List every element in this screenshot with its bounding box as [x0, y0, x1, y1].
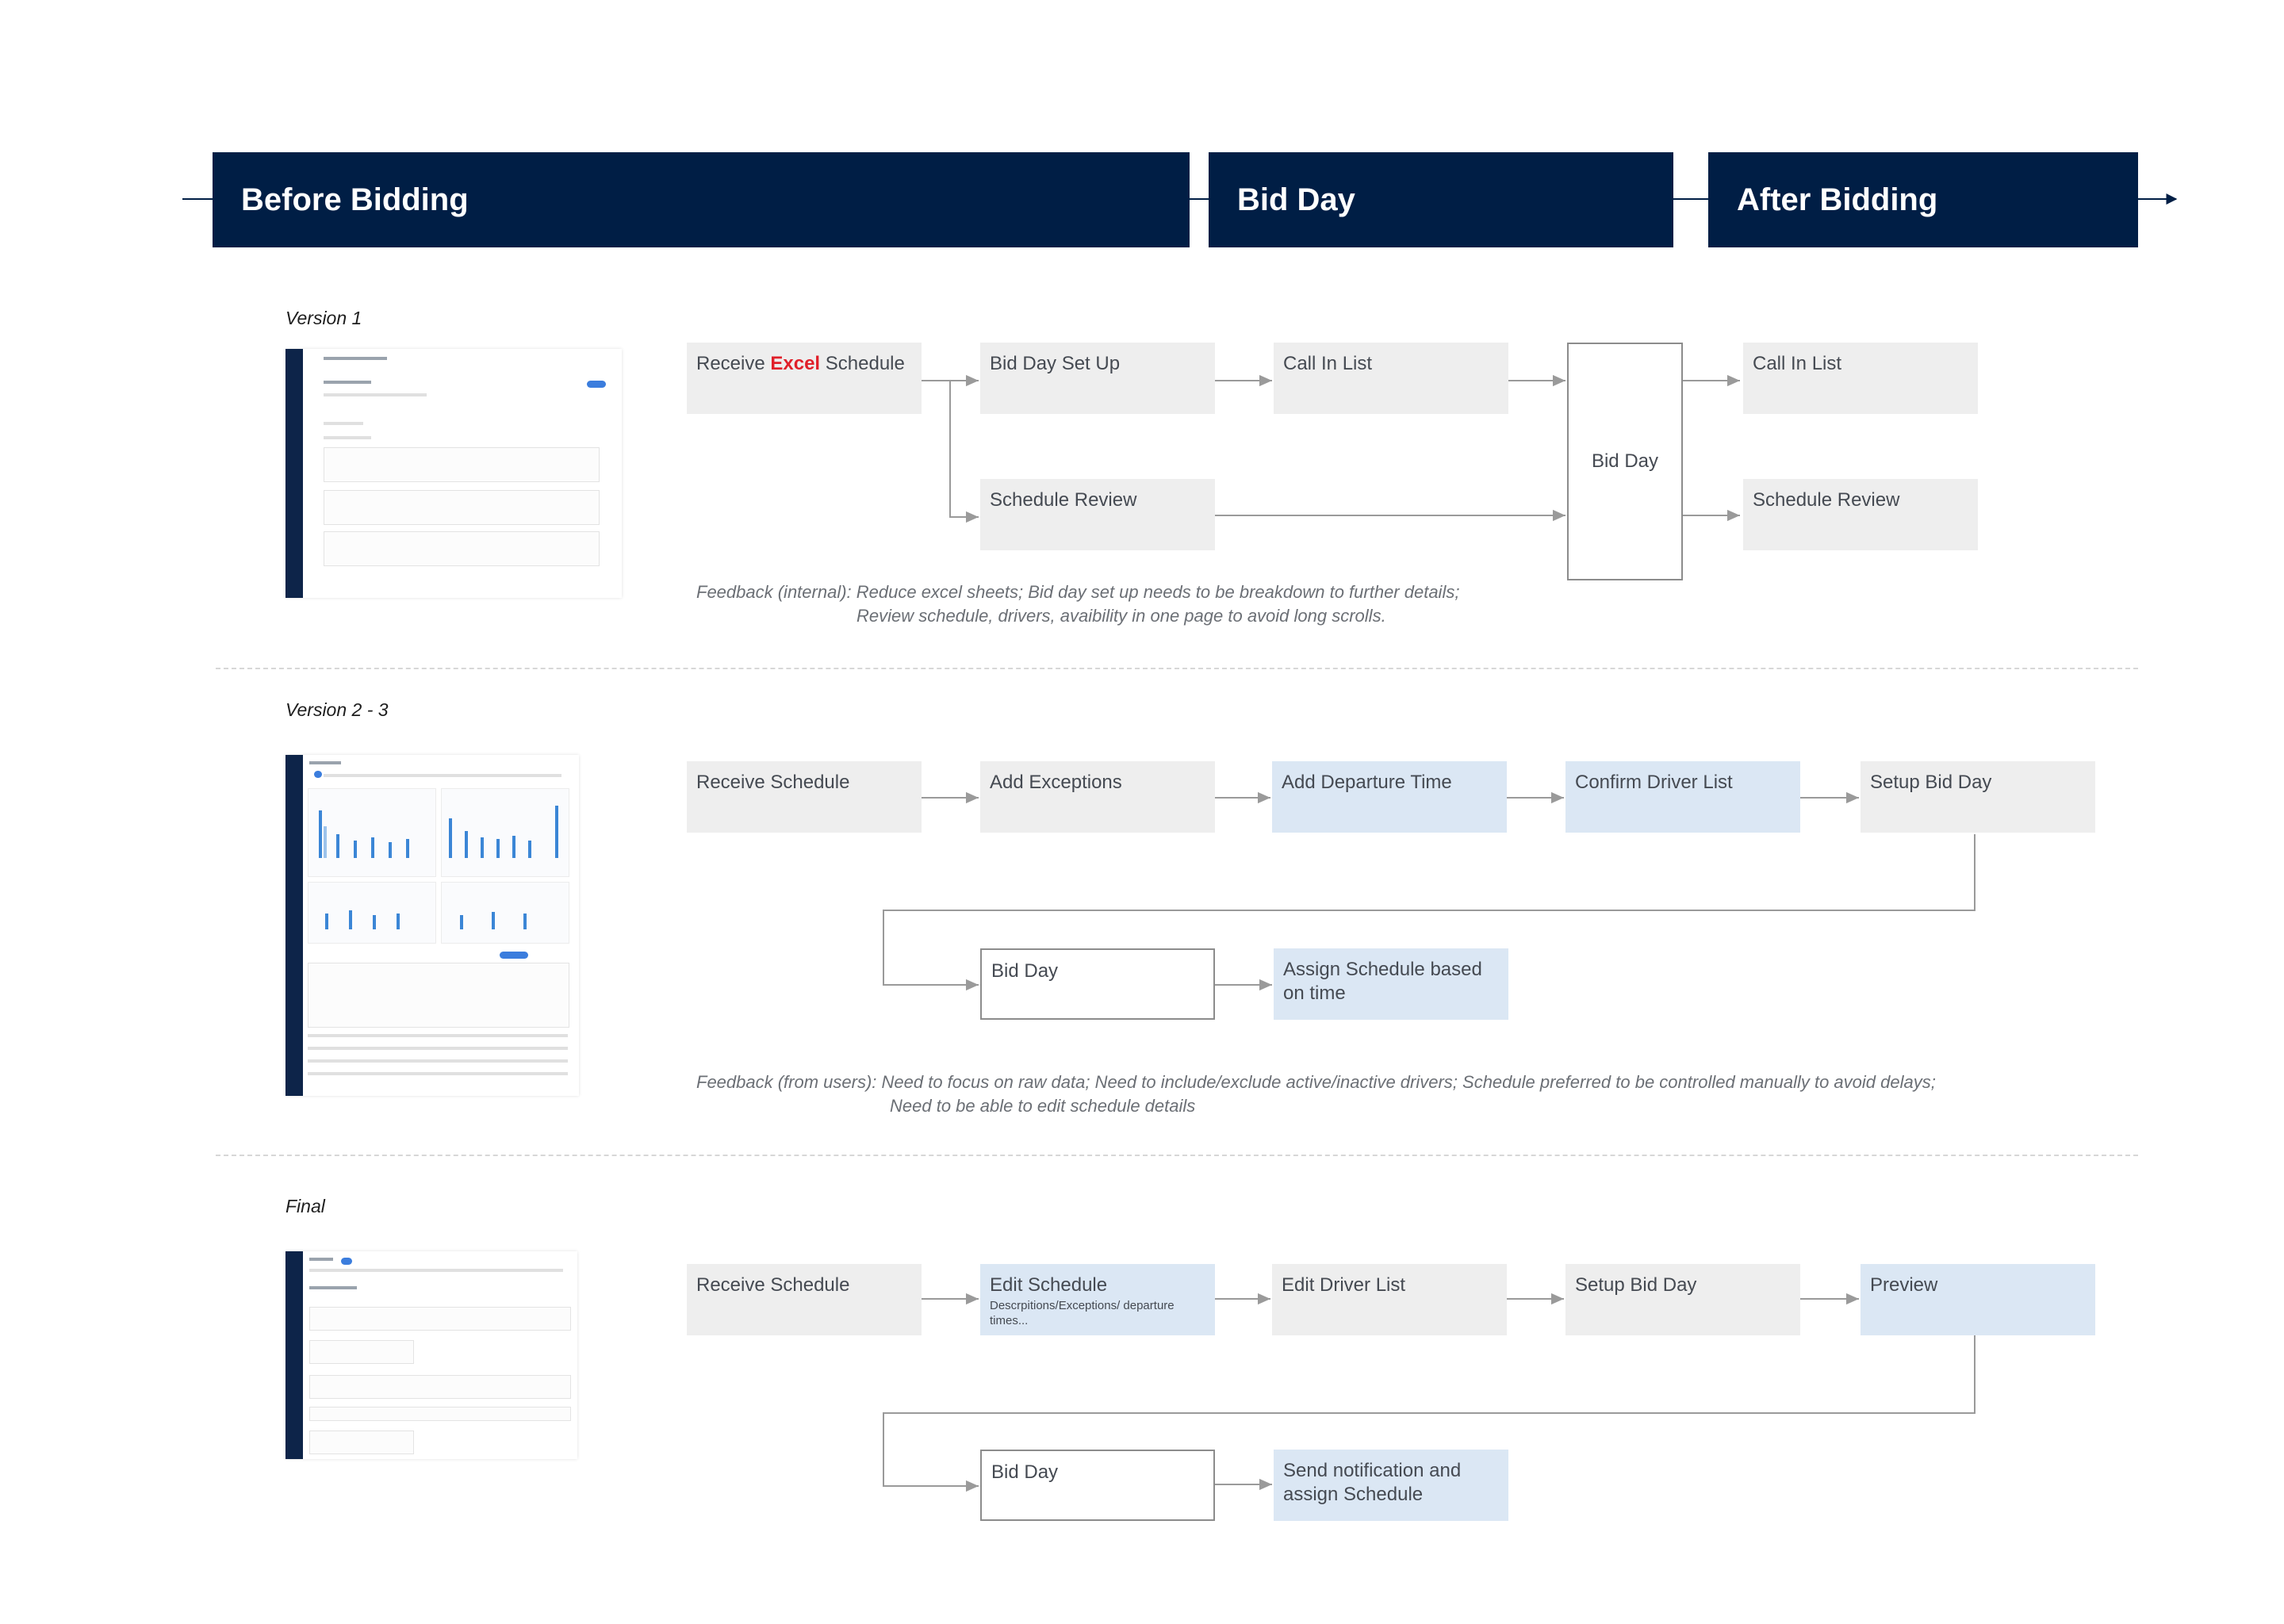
- final-send-notification-and-assign-schedule: Send notification and assign Schedule: [1274, 1450, 1508, 1521]
- v2-add-departure-time: Add Departure Time: [1272, 761, 1507, 833]
- phase-before-bidding: Before Bidding: [213, 152, 1190, 247]
- final-preview: Preview: [1861, 1264, 2095, 1335]
- final-edit-schedule: Edit Schedule Descrpitions/Exceptions/ d…: [980, 1264, 1215, 1335]
- v1-after-schedule-review: Schedule Review: [1743, 479, 1978, 550]
- phase-bid-day: Bid Day: [1209, 152, 1673, 247]
- final-receive-schedule: Receive Schedule: [687, 1264, 922, 1335]
- final-screenshot-thumbnail: [286, 1251, 577, 1459]
- v2-confirm-driver-list: Confirm Driver List: [1565, 761, 1800, 833]
- phase-after-bidding: After Bidding: [1708, 152, 2138, 247]
- v2-setup-bid-day: Setup Bid Day: [1861, 761, 2095, 833]
- v1-after-call-in-list: Call In List: [1743, 343, 1978, 414]
- v2-assign-schedule-based-on-time: Assign Schedule based on time: [1274, 948, 1508, 1020]
- v1-receive-excel-schedule: Receive Excel Schedule: [687, 343, 922, 414]
- v1-feedback-line-2: Review schedule, drivers, avaibility in …: [856, 606, 1386, 626]
- section-title-final: Final: [286, 1196, 325, 1216]
- section-divider-2: [216, 1155, 2138, 1156]
- v1-receive-text-post: Schedule: [820, 353, 905, 374]
- arrow-f-wrap: [883, 1335, 1976, 1492]
- arrow-v1-receive-review: [949, 381, 979, 523]
- v1-bid-day: Bid Day: [1567, 343, 1683, 580]
- version-2-3-screenshot-thumbnail: [286, 755, 579, 1096]
- section-title-version-2-3: Version 2 - 3: [286, 699, 389, 720]
- v1-call-in-list: Call In List: [1274, 343, 1508, 414]
- v1-receive-text-pre: Receive: [696, 353, 771, 374]
- v2-receive-schedule: Receive Schedule: [687, 761, 922, 833]
- final-setup-bid-day: Setup Bid Day: [1565, 1264, 1800, 1335]
- final-edit-schedule-title: Edit Schedule: [990, 1274, 1108, 1296]
- arrow-v2-wrap: [883, 834, 1976, 991]
- section-divider-1: [216, 668, 2138, 669]
- v1-feedback-line-1: Feedback (internal): Reduce excel sheets…: [696, 582, 1460, 602]
- v2-feedback-line-1: Feedback (from users): Need to focus on …: [696, 1072, 1936, 1092]
- section-title-version-1: Version 1: [286, 308, 362, 328]
- v2-feedback-line-2: Need to be able to edit schedule details: [890, 1096, 1196, 1116]
- v1-bid-day-set-up: Bid Day Set Up: [980, 343, 1215, 414]
- v2-add-exceptions: Add Exceptions: [980, 761, 1215, 833]
- v1-excel-highlight: Excel: [770, 353, 821, 374]
- v1-schedule-review: Schedule Review: [980, 479, 1215, 550]
- version-1-screenshot-thumbnail: [286, 349, 622, 598]
- final-edit-driver-list: Edit Driver List: [1272, 1264, 1507, 1335]
- v2-bid-day: Bid Day: [980, 948, 1215, 1020]
- final-edit-schedule-subtitle: Descrpitions/Exceptions/ departure times…: [990, 1299, 1175, 1327]
- final-bid-day: Bid Day: [980, 1450, 1215, 1521]
